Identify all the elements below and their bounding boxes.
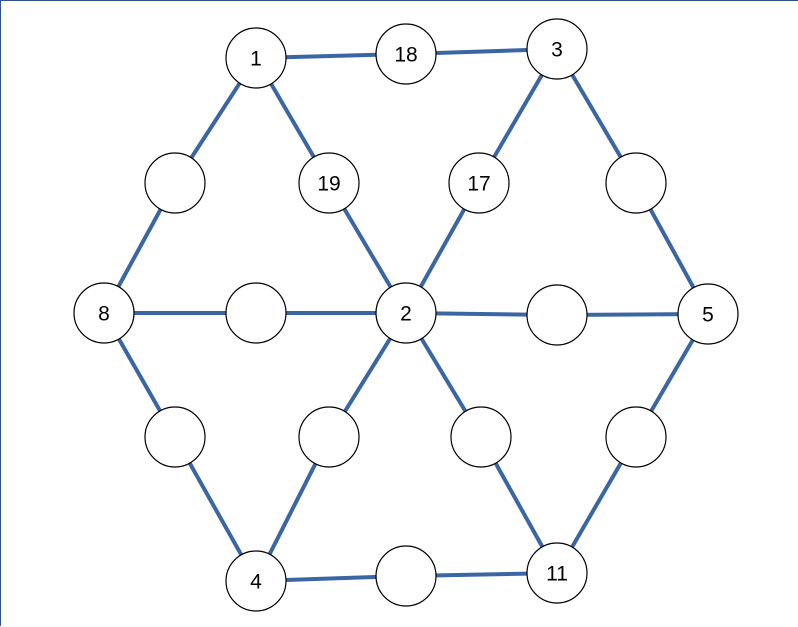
node-top-right: 3 bbox=[526, 18, 588, 80]
node-circle bbox=[298, 152, 360, 214]
node-circle bbox=[73, 282, 135, 344]
node-bottom-right: 11 bbox=[526, 542, 588, 604]
node-label: 11 bbox=[546, 563, 568, 586]
node-mid-left bbox=[225, 282, 287, 344]
node-layer: 1 18 3 19 17 8 2 5 4 11 bbox=[73, 18, 739, 612]
node-upper-right-outer bbox=[605, 152, 667, 214]
node-upper-left-outer bbox=[144, 152, 206, 214]
node-center: 2 bbox=[375, 282, 437, 344]
node-mid-right bbox=[526, 284, 588, 346]
node-circle bbox=[526, 18, 588, 80]
node-upper-right-inner: 17 bbox=[448, 152, 510, 214]
node-label: 4 bbox=[250, 571, 262, 594]
node-label: 5 bbox=[702, 304, 714, 327]
node-circle bbox=[605, 406, 667, 468]
node-circle bbox=[225, 550, 287, 612]
node-circle bbox=[144, 152, 206, 214]
node-label: 8 bbox=[98, 303, 110, 326]
node-circle bbox=[298, 406, 360, 468]
node-circle bbox=[375, 282, 437, 344]
node-circle bbox=[526, 542, 588, 604]
node-circle bbox=[375, 545, 437, 607]
node-circle bbox=[526, 284, 588, 346]
node-upper-left-inner: 19 bbox=[298, 152, 360, 214]
node-label: 3 bbox=[551, 39, 563, 62]
node-circle bbox=[450, 406, 512, 468]
node-label: 19 bbox=[317, 173, 340, 196]
node-left: 8 bbox=[73, 282, 135, 344]
node-lower-right-outer bbox=[605, 406, 667, 468]
node-circle bbox=[605, 152, 667, 214]
node-circle bbox=[144, 406, 206, 468]
node-circle bbox=[448, 152, 510, 214]
node-circle bbox=[225, 27, 287, 89]
node-top-mid: 18 bbox=[375, 23, 437, 85]
node-bottom-left: 4 bbox=[225, 550, 287, 612]
node-label: 18 bbox=[394, 44, 417, 67]
node-circle bbox=[375, 23, 437, 85]
node-circle bbox=[677, 283, 739, 345]
node-label: 1 bbox=[250, 48, 262, 71]
node-circle bbox=[225, 282, 287, 344]
node-bottom-mid bbox=[375, 545, 437, 607]
node-lower-left-inner bbox=[298, 406, 360, 468]
node-label: 17 bbox=[467, 173, 490, 196]
node-lower-left-outer bbox=[144, 406, 206, 468]
node-label: 2 bbox=[400, 303, 412, 326]
node-right: 5 bbox=[677, 283, 739, 345]
node-top-left: 1 bbox=[225, 27, 287, 89]
node-lower-right-inner bbox=[450, 406, 512, 468]
